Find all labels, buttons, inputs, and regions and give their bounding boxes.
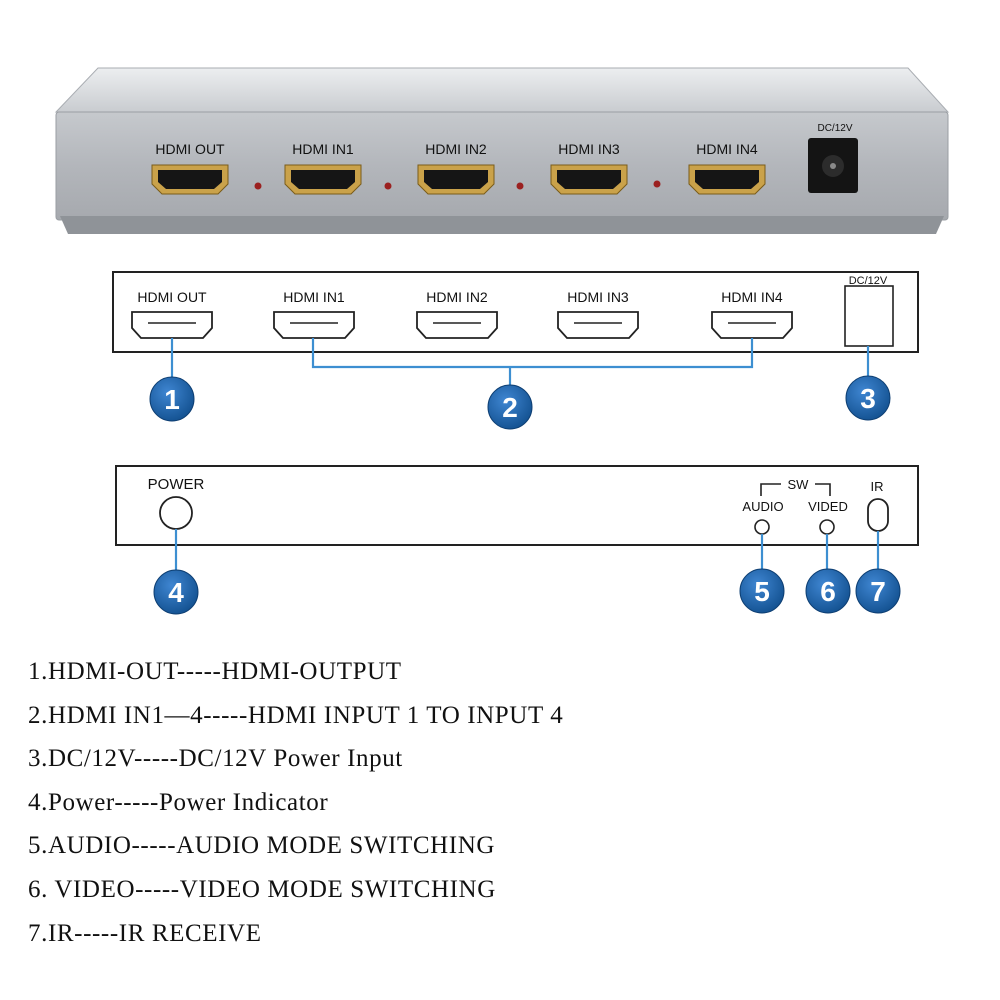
led-indicator (516, 182, 524, 190)
legend-item: 2.HDMI IN1—4-----HDMI INPUT 1 TO INPUT 4 (28, 701, 564, 729)
dc-jack-outline (844, 285, 894, 347)
front-port-label: HDMI IN2 (426, 289, 488, 305)
video-switch-icon (819, 519, 835, 535)
hdmi-port-outline-icon (557, 311, 639, 339)
front-port: HDMI IN1 (273, 289, 355, 339)
dc-jack-pin (830, 163, 836, 169)
callout-7: 7 (855, 568, 901, 614)
led-indicator (384, 182, 392, 190)
callout-number: 6 (820, 576, 836, 607)
callout-6: 6 (805, 568, 851, 614)
device-photo: HDMI OUT HDMI IN1 HDMI IN2 HDMI IN3 HDMI IN4… (54, 67, 950, 234)
callout-bubble (845, 375, 891, 421)
callout-1: 1 (149, 376, 195, 422)
sw-label: SW (788, 477, 810, 492)
front-panel-diagram: HDMI OUT HDMI IN1 HDMI IN2 HDMI IN3 HDMI IN4… (112, 271, 919, 353)
legend-item: 4.Power-----Power Indicator (28, 788, 329, 816)
legend-list: 1.HDMI-OUT-----HDMI-OUTPUT 2.HDMI IN1—4--… (28, 650, 968, 955)
photo-dc-label: DC/12V (817, 123, 852, 134)
front-port: HDMI OUT (131, 289, 213, 339)
front-port: HDMI IN4 (711, 289, 793, 339)
front-port-label: HDMI IN1 (283, 289, 345, 305)
legend-item: 7.IR-----IR RECEIVE (28, 919, 262, 947)
photo-port-label: HDMI IN2 (425, 141, 487, 157)
led-indicator (653, 180, 661, 188)
front-port-label: HDMI IN4 (721, 289, 783, 305)
callout-bubble (149, 376, 195, 422)
photo-port: HDMI IN3 (550, 141, 628, 195)
callout-number: 7 (870, 576, 886, 607)
callout-number: 5 (754, 576, 770, 607)
callout-5: 5 (739, 568, 785, 614)
hdmi-port-socket (158, 170, 222, 189)
power-label: POWER (148, 476, 205, 493)
hdmi-port-socket (424, 170, 488, 189)
callout-bubble (855, 568, 901, 614)
callout-bubble (739, 568, 785, 614)
ir-label: IR (871, 479, 884, 494)
legend-item: 1.HDMI-OUT-----HDMI-OUTPUT (28, 658, 402, 685)
sw-bracket-right (815, 483, 831, 496)
callout-bubble (153, 569, 199, 615)
led-indicator (254, 182, 262, 190)
photo-port-label: HDMI IN4 (696, 141, 758, 157)
back-panel-diagram: POWER SW AUDIO VIDED IR (115, 465, 919, 546)
callout-number: 1 (164, 384, 180, 415)
legend-item: 3.DC/12V-----DC/12V Power Input (28, 745, 403, 773)
front-port-label: HDMI OUT (137, 289, 207, 305)
callout-4: 4 (153, 569, 199, 615)
callout-number: 4 (168, 577, 184, 608)
power-indicator-icon (159, 496, 193, 530)
photo-port: HDMI IN4 (688, 141, 766, 195)
front-panel-outline (112, 271, 919, 353)
photo-port-label: HDMI IN3 (558, 141, 620, 157)
back-connector-lines (174, 529, 880, 574)
front-connector-lines (170, 338, 870, 385)
hdmi-port-socket (695, 170, 759, 189)
hdmi-port-outline-icon (273, 311, 355, 339)
callout-number: 2 (502, 392, 518, 423)
callout-bubble (487, 384, 533, 430)
photo-port-label: HDMI OUT (155, 141, 225, 157)
legend-item: 6. VIDEO-----VIDEO MODE SWITCHING (28, 875, 496, 903)
photo-port: HDMI IN1 (284, 141, 362, 195)
hdmi-port-outline-icon (416, 311, 498, 339)
legend-item: 5.AUDIO-----AUDIO MODE SWITCHING (28, 832, 496, 860)
photo-port-label: HDMI IN1 (292, 141, 354, 157)
callout-3: 3 (845, 375, 891, 421)
ir-receiver-icon (867, 498, 889, 532)
photo-port: HDMI IN2 (417, 141, 495, 195)
callout-number: 3 (860, 383, 876, 414)
hdmi-port-outline-icon (711, 311, 793, 339)
video-label: VIDED (808, 499, 848, 514)
photo-port: HDMI OUT (151, 141, 229, 195)
sw-bracket-left (760, 483, 781, 496)
hdmi-port-socket (291, 170, 355, 189)
hdmi-port-outline-icon (131, 311, 213, 339)
front-dc-label: DC/12V (849, 275, 888, 287)
hdmi-port-socket (557, 170, 621, 189)
audio-switch-icon (754, 519, 770, 535)
device-top-surface (54, 67, 950, 113)
callout-bubble (805, 568, 851, 614)
audio-label: AUDIO (742, 499, 783, 514)
device-base-shadow (60, 216, 944, 234)
front-port: HDMI IN3 (557, 289, 639, 339)
callout-2: 2 (487, 384, 533, 430)
back-panel-outline (115, 465, 919, 546)
front-port: HDMI IN2 (416, 289, 498, 339)
front-port-label: HDMI IN3 (567, 289, 629, 305)
